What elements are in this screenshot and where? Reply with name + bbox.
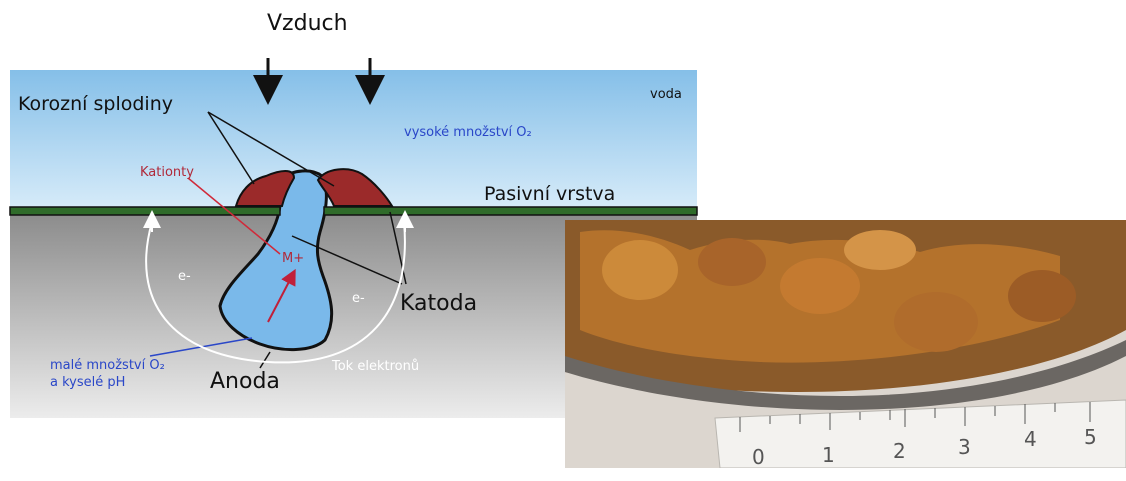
label-cathode: Katoda: [400, 291, 477, 316]
ruler-number-3: 3: [958, 435, 971, 459]
passive-layer-right: [324, 207, 697, 215]
label-passive-layer: Pasivní vrstva: [484, 183, 615, 205]
ruler-number-2: 2: [893, 439, 906, 463]
label-high-oxygen: vysoké množství O₂: [404, 125, 532, 140]
label-metal-ion: M+: [282, 251, 304, 266]
ruler-brand: RESTON: [988, 469, 1041, 481]
ruler-number-1: 1: [822, 443, 835, 467]
ruler-number-4: 4: [1024, 427, 1037, 451]
label-low-oxygen-1: malé množství O₂: [50, 358, 165, 373]
label-electron-flow: Tok elektronů: [331, 359, 419, 374]
ruler-number-5: 5: [1084, 425, 1097, 449]
label-low-oxygen-2: a kyselé pH: [50, 375, 125, 390]
label-corrosion-products: Korozní splodiny: [18, 93, 173, 115]
label-electron-left: e-: [178, 269, 191, 284]
corrosion-photo: 0 1 2 3 4 5 RESTON: [565, 220, 1126, 481]
label-electron-right: e-: [352, 291, 365, 306]
label-air: Vzduch: [267, 11, 348, 36]
passive-layer-left: [10, 207, 280, 215]
ruler-number-0: 0: [752, 445, 765, 469]
label-water: voda: [650, 87, 682, 102]
label-anode: Anoda: [210, 369, 280, 394]
label-cations: Kationty: [140, 165, 194, 180]
